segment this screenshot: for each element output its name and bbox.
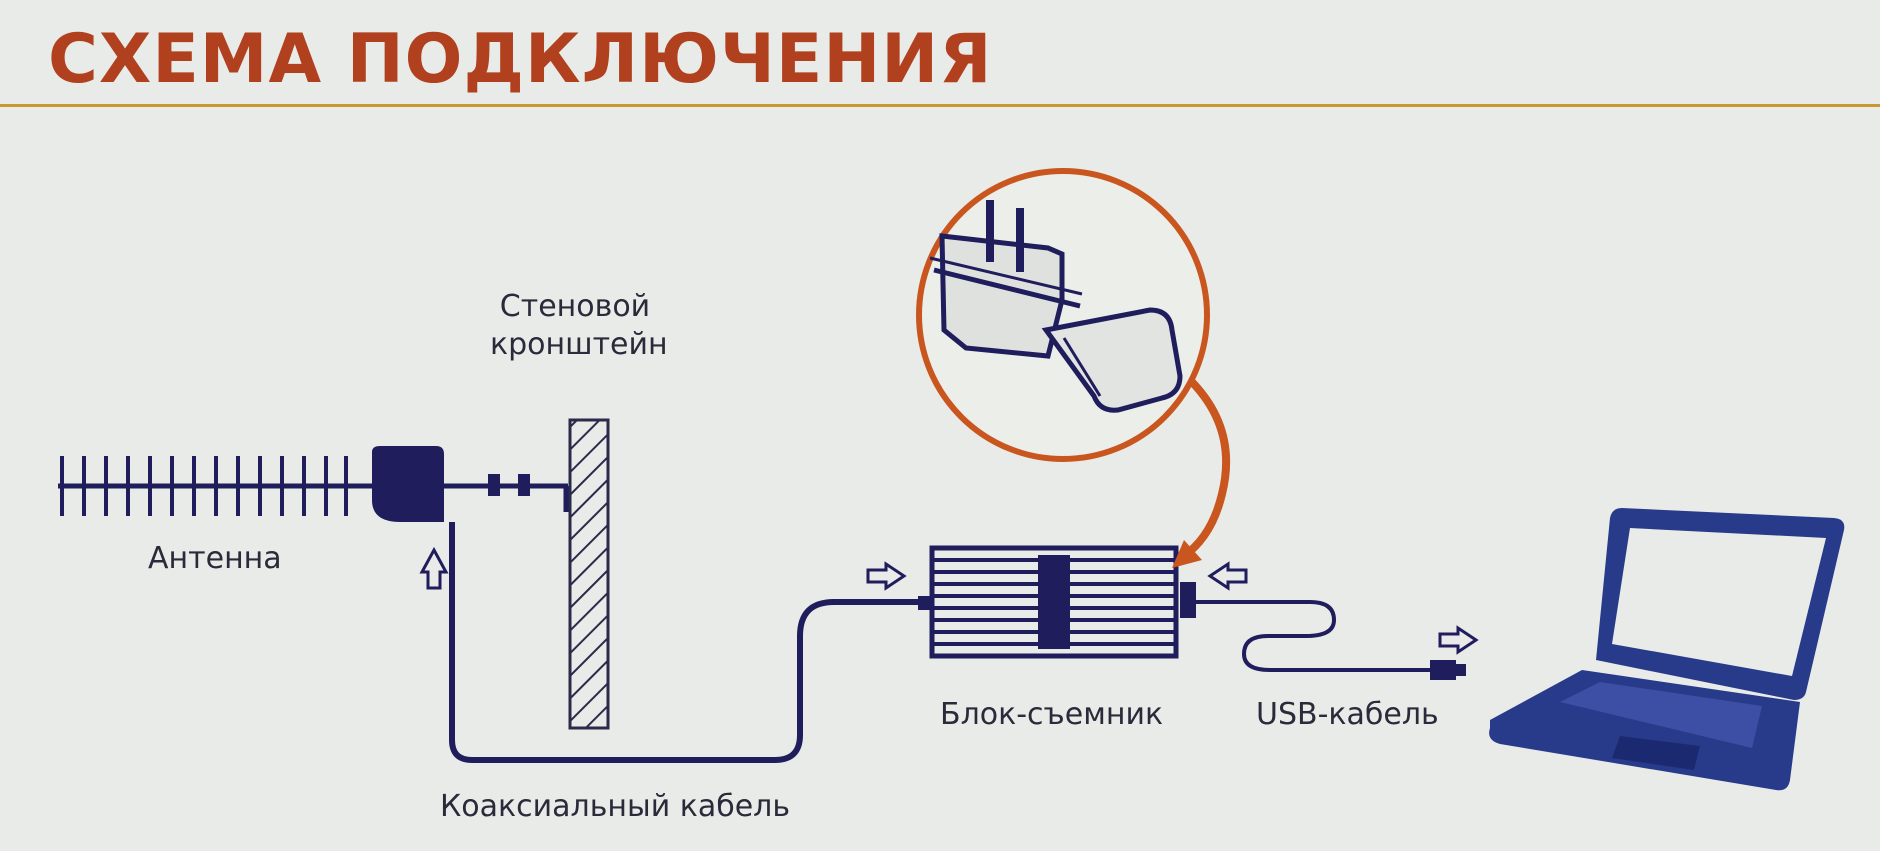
label-wall-bracket: Стеновой кронштейн (490, 289, 668, 362)
usb-cable-line (1196, 600, 1430, 672)
callout-arrow-head (1172, 540, 1202, 568)
magnifier-callout-icon (916, 168, 1210, 462)
antenna-icon (58, 446, 444, 522)
arrow-icon (866, 561, 907, 591)
callout-arrow (1181, 379, 1231, 560)
coax-cable-line (449, 522, 925, 763)
arrow-icon (1438, 625, 1479, 655)
label-coax-cable: Коаксиальный кабель (440, 789, 791, 824)
label-antenna: Антенна (148, 541, 282, 576)
title-rule (0, 104, 1880, 107)
usb-plug-icon (1430, 660, 1466, 680)
receiver-unit-icon (918, 545, 1196, 659)
arrow-icon (1207, 561, 1248, 591)
wall-bracket-icon (568, 418, 610, 730)
label-usb-cable: USB-кабель (1256, 697, 1439, 732)
laptop-icon (1489, 508, 1845, 791)
arrow-icon (419, 546, 449, 590)
mount-arm (444, 474, 569, 512)
label-receiver-unit: Блок-съемник (940, 697, 1164, 732)
diagram-title: СХЕМА ПОДКЛЮЧЕНИЯ (48, 20, 993, 99)
